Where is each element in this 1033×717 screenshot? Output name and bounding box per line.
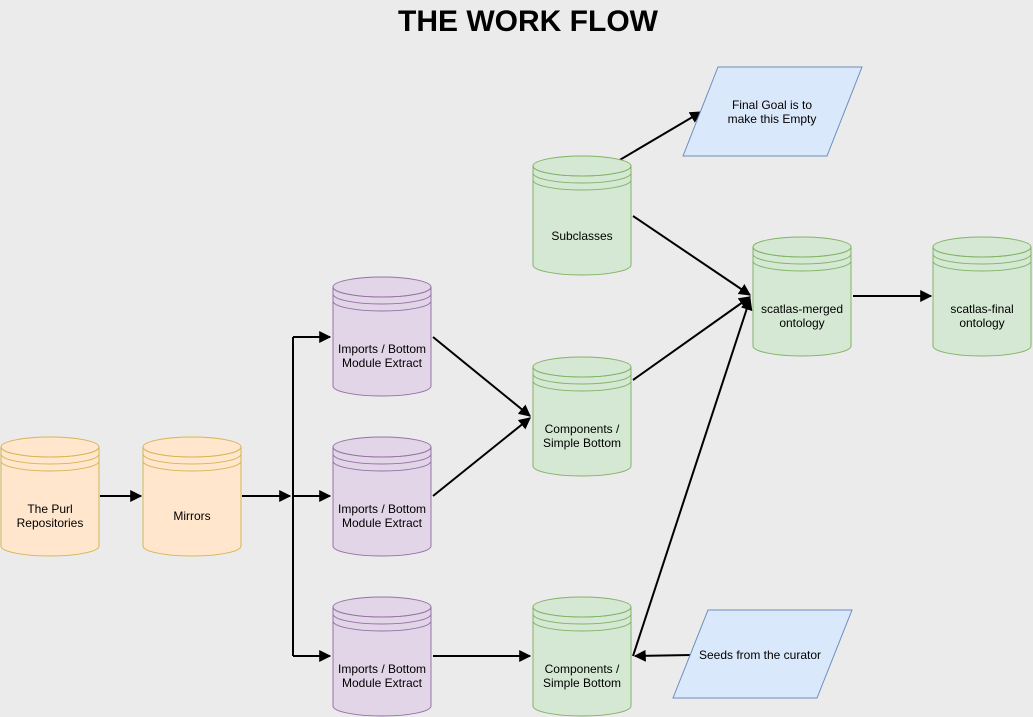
node-imports-3: Imports / Bottom Module Extract xyxy=(332,596,432,717)
node-imports-2: Imports / Bottom Module Extract xyxy=(332,436,432,557)
node-label: Simple Bottom xyxy=(543,676,621,690)
node-label: Subclasses xyxy=(551,229,612,243)
node-label: make this Empty xyxy=(728,112,817,126)
node-label: Components / xyxy=(545,422,620,436)
node-label: Module Extract xyxy=(342,356,423,370)
node-components-1: Components / Simple Bottom xyxy=(532,356,632,477)
edge-subclasses-merged xyxy=(632,215,751,296)
node-label: Imports / Bottom xyxy=(338,662,426,676)
node-mirrors: Mirrors xyxy=(142,436,242,557)
node-final-goal: Final Goal is to make this Empty xyxy=(682,66,863,157)
node-label: Seeds from the curator xyxy=(699,648,821,662)
node-label: The Purl xyxy=(27,502,72,516)
node-label: ontology xyxy=(959,316,1004,330)
node-label: ontology xyxy=(779,316,824,330)
node-scatlas-merged: scatlas-merged ontology xyxy=(752,236,852,357)
edges xyxy=(100,111,933,662)
edge-components1-merged xyxy=(632,296,751,381)
node-scatlas-final: scatlas-final ontology xyxy=(932,236,1032,357)
node-label: Final Goal is to xyxy=(732,98,812,112)
node-label: Module Extract xyxy=(342,676,423,690)
node-label: Repositories xyxy=(17,516,84,530)
edge-subclasses-goal xyxy=(617,111,703,162)
node-imports-1: Imports / Bottom Module Extract xyxy=(332,276,432,397)
node-label: Mirrors xyxy=(173,509,210,523)
edge-seeds-components2 xyxy=(633,649,692,662)
node-label: scatlas-merged xyxy=(761,302,843,316)
edge-components2-merged xyxy=(632,297,753,657)
edge-imports1-components1 xyxy=(432,336,531,417)
node-label: Simple Bottom xyxy=(543,436,621,450)
edge-imports2-components1 xyxy=(432,417,531,497)
node-label: Components / xyxy=(545,662,620,676)
node-label: scatlas-final xyxy=(950,302,1013,316)
node-seeds-curator: Seeds from the curator xyxy=(672,609,853,699)
node-label: Imports / Bottom xyxy=(338,342,426,356)
diagram-title: THE WORK FLOW xyxy=(398,5,659,38)
node-purl-repositories: The Purl Repositories xyxy=(0,436,100,557)
node-label: Module Extract xyxy=(342,516,423,530)
node-components-2: Components / Simple Bottom xyxy=(532,596,632,717)
node-subclasses: Subclasses xyxy=(532,155,632,276)
node-label: Imports / Bottom xyxy=(338,502,426,516)
